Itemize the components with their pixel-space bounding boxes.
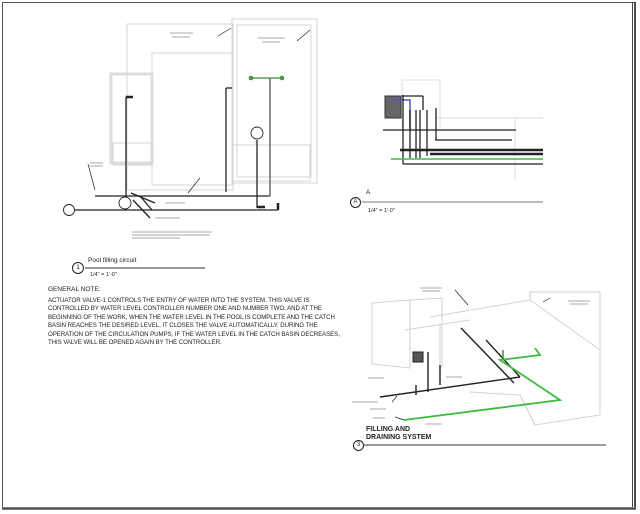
view-a-marker: A — [350, 197, 361, 208]
valve-symbols — [63, 126, 264, 216]
building-outline — [109, 18, 318, 191]
view-3-marker: 3 — [353, 440, 364, 451]
view-1-title: Pool filling circuit — [88, 257, 137, 264]
view-1-scale: 1/4" = 1'-0" — [90, 272, 117, 278]
pump-iso — [412, 351, 424, 363]
general-note-text: ACTUATOR VALVE-1 CONTROLS THE ENTRY OF W… — [48, 297, 340, 347]
view-1-marker: 1 — [72, 262, 84, 274]
sheet-border-right — [632, 2, 636, 509]
general-note-heading: GENERAL NOTE: — [48, 286, 101, 293]
section-a-drawing — [383, 79, 543, 180]
sheet-border-bottom — [2, 507, 636, 510]
plan-pool-filling — [63, 18, 318, 239]
view-title-markers — [85, 201, 606, 446]
view-a-scale: 1/4" = 1'-0" — [368, 208, 395, 214]
view-3-title-line1: FILLING AND — [366, 426, 411, 433]
sheet-border — [2, 2, 635, 509]
fill-pipes — [67, 87, 280, 219]
pump-unit — [384, 95, 402, 119]
leader-lines — [87, 27, 311, 194]
green-pipe — [248, 75, 285, 196]
tiny-annotations — [90, 32, 285, 239]
isometric-drawing — [352, 287, 601, 426]
view-a-title: A — [366, 189, 371, 196]
view-3-title-line2: DRAINING SYSTEM — [366, 434, 432, 441]
